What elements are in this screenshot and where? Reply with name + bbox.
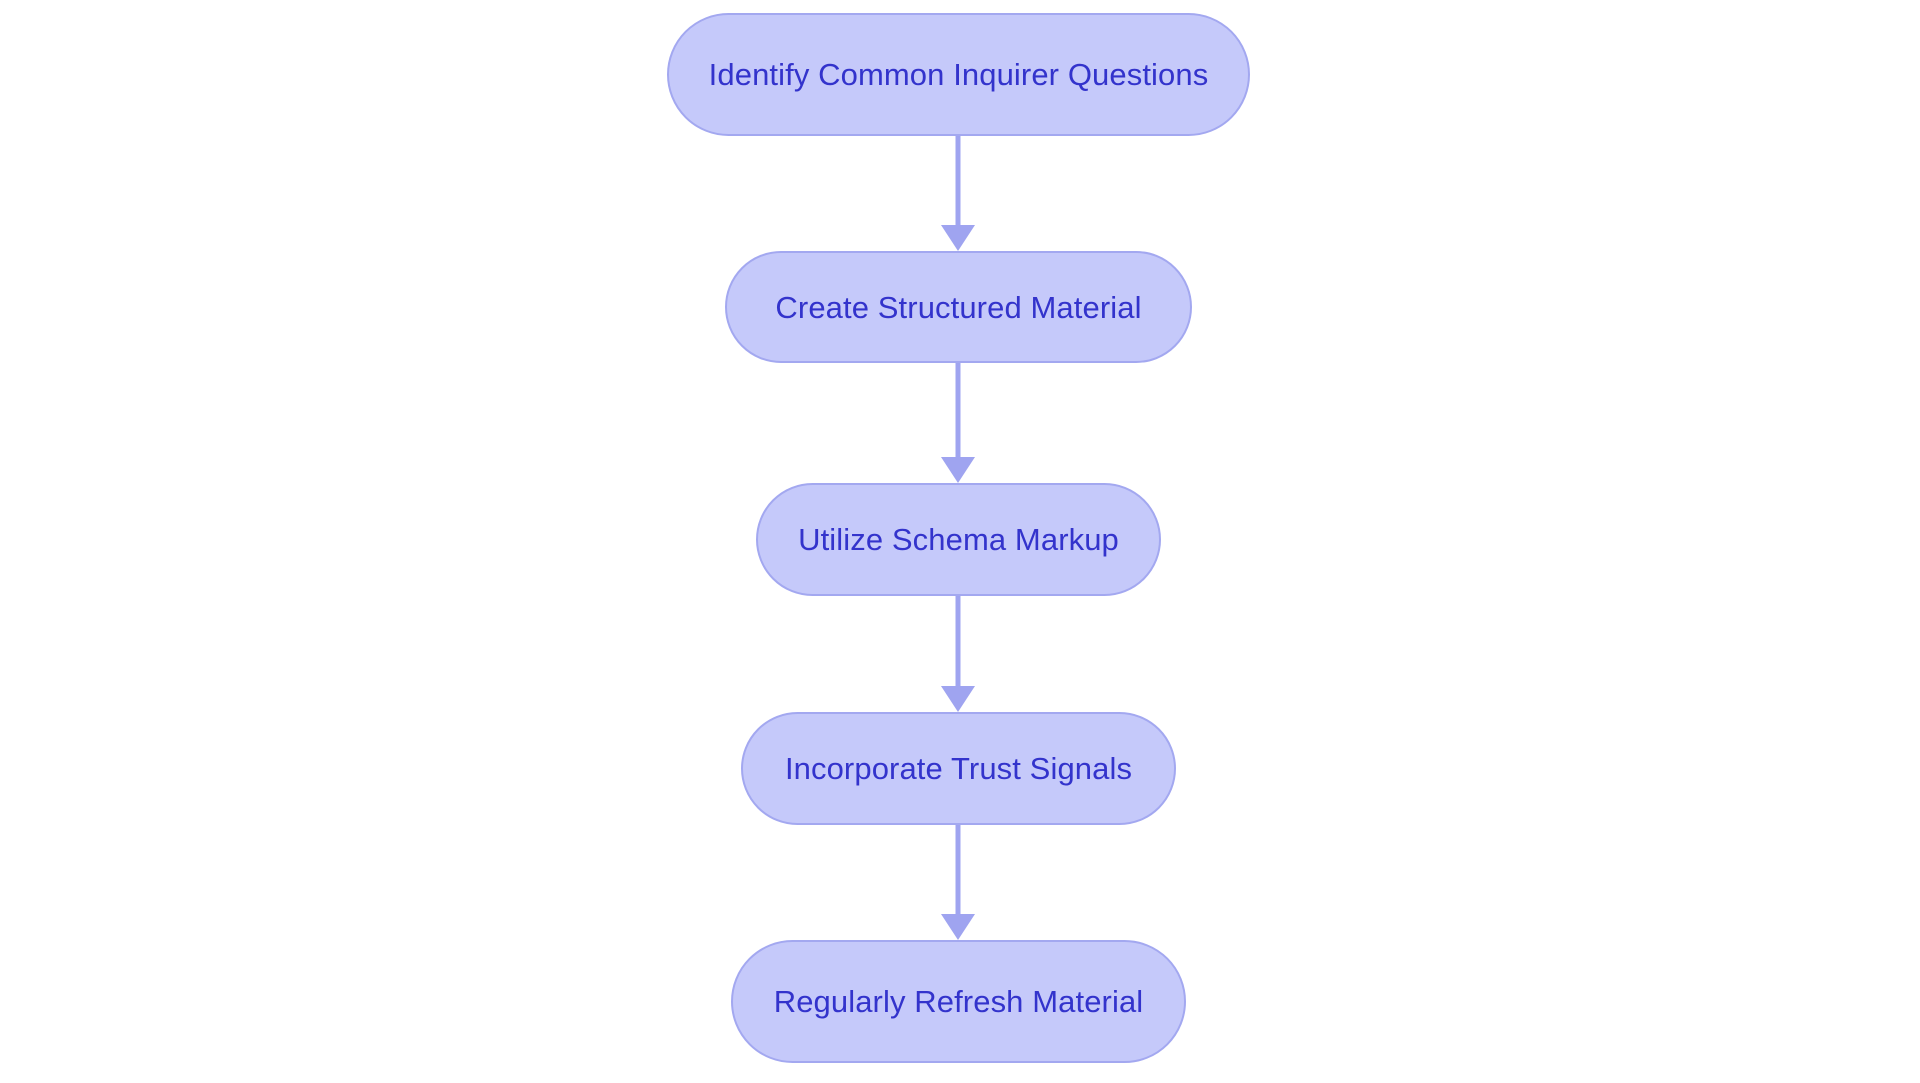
flow-node-incorporate-trust-signals[interactable]: Incorporate Trust Signals <box>741 712 1176 825</box>
connector-node3-to-node4 <box>941 596 975 712</box>
connector-line <box>955 825 961 914</box>
flow-node-label: Identify Common Inquirer Questions <box>708 57 1209 92</box>
connector-line <box>955 363 961 457</box>
flow-node-utilize-schema-markup[interactable]: Utilize Schema Markup <box>756 483 1161 596</box>
flow-node-regularly-refresh-material[interactable]: Regularly Refresh Material <box>731 940 1186 1063</box>
connector-node1-to-node2 <box>941 136 975 251</box>
arrowhead-down-icon <box>941 225 975 251</box>
connector-node2-to-node3 <box>941 363 975 483</box>
flow-node-label: Utilize Schema Markup <box>798 522 1119 557</box>
arrowhead-down-icon <box>941 686 975 712</box>
flow-node-identify-common-inquirer-questions[interactable]: Identify Common Inquirer Questions <box>667 13 1250 136</box>
flow-node-label: Regularly Refresh Material <box>773 984 1144 1019</box>
connector-line <box>955 596 961 686</box>
flow-node-label: Incorporate Trust Signals <box>784 751 1133 786</box>
flow-node-label: Create Structured Material <box>775 289 1142 325</box>
flow-node-create-structured-material[interactable]: Create Structured Material <box>725 251 1192 363</box>
arrowhead-down-icon <box>941 914 975 940</box>
connector-line <box>955 136 961 225</box>
arrowhead-down-icon <box>941 457 975 483</box>
connector-node4-to-node5 <box>941 825 975 940</box>
